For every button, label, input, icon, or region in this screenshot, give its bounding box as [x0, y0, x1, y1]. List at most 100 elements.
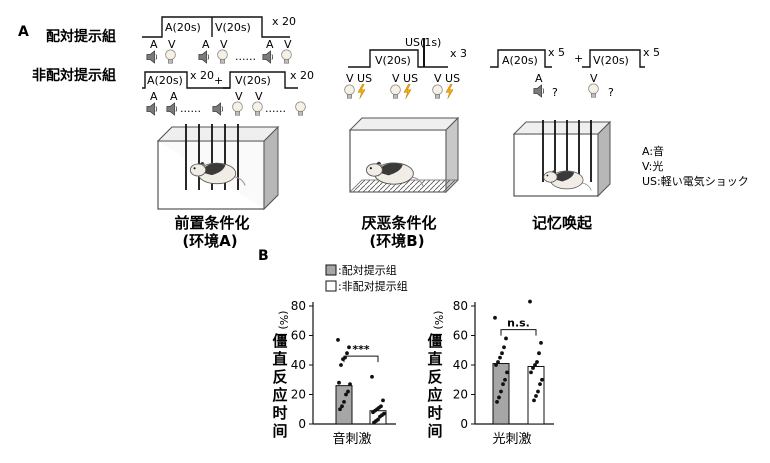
y-axis-label-char: 时	[272, 404, 287, 422]
phase1-title: 前置条件化	[174, 214, 249, 232]
stim-v-label: V	[235, 90, 243, 103]
bulb-icon	[232, 101, 243, 116]
data-point	[496, 360, 500, 364]
stim-v-label: V	[590, 72, 598, 85]
question-mark: ?	[608, 86, 614, 99]
y-tick-label: 20	[453, 388, 468, 402]
v-us-label: V US	[434, 72, 460, 85]
recall-v-label: V(20s)	[593, 54, 629, 67]
speaker-icon	[533, 84, 545, 98]
data-point	[529, 370, 533, 375]
ellipsis: ......	[235, 50, 256, 63]
data-point	[532, 398, 536, 403]
chamber-recall	[512, 120, 612, 198]
speaker-icon	[146, 102, 158, 116]
group-unpaired-label: 非配対提示組	[32, 67, 116, 84]
panel-a-letter: A	[18, 24, 29, 40]
lightning-icon	[445, 84, 454, 99]
legend-swatch-paired	[325, 264, 337, 276]
data-point	[378, 414, 382, 419]
speaker-icon	[212, 102, 224, 116]
significance-label: n.s.	[507, 317, 530, 330]
y-axis-label-char: 反	[272, 368, 287, 386]
y-axis-unit: (%)	[432, 310, 445, 329]
bar-paired	[335, 385, 353, 425]
legend-a: A:音	[642, 144, 664, 158]
data-point	[502, 345, 506, 350]
phase2-context: (环境B)	[369, 232, 424, 250]
data-point	[348, 382, 352, 387]
data-point	[372, 420, 376, 425]
recall-reps-1: x 5	[548, 46, 565, 59]
speaker-icon	[198, 50, 210, 64]
chamber-a	[156, 124, 280, 211]
data-point	[336, 338, 340, 342]
data-point	[381, 398, 385, 403]
ellipsis: ......	[265, 102, 286, 115]
legend-us: US:軽い電気ショック	[642, 174, 749, 188]
lightning-icon	[357, 84, 366, 99]
fear-v-label: V(20s)	[375, 54, 411, 67]
recall-a-label: A(20s)	[502, 54, 538, 67]
unpaired-reps-1: x 20	[190, 69, 214, 82]
y-axis-label-char: 时	[427, 404, 442, 422]
data-point	[340, 404, 344, 409]
bulb-icon	[432, 84, 443, 99]
y-axis-label-char: 应	[272, 386, 287, 404]
data-point	[528, 299, 532, 304]
y-tick-label: 0	[460, 417, 468, 431]
y-tick-label: 60	[453, 329, 468, 343]
y-axis-label-char: 直	[427, 350, 442, 368]
y-axis-label-char: 间	[272, 422, 287, 440]
data-point	[371, 410, 375, 415]
data-point	[344, 392, 348, 397]
y-tick-label: 40	[453, 358, 468, 372]
panel-b: B :配対提示组 :非配对提示组 020406080(%)僵直反应时间***音刺…	[258, 248, 554, 447]
data-point	[534, 394, 538, 398]
legend-v: V:光	[642, 159, 663, 173]
y-axis-label-char: 反	[427, 368, 442, 386]
data-point	[338, 407, 342, 412]
bulb-icon	[344, 84, 355, 99]
stim-v-label: V	[284, 38, 292, 51]
lightning-icon	[403, 84, 412, 99]
unpaired-v-label: V(20s)	[235, 74, 271, 87]
stim-v-label: V	[255, 90, 263, 103]
y-tick-label: 20	[291, 388, 306, 402]
y-tick-label: 0	[298, 417, 306, 431]
stim-a-label: A	[535, 72, 543, 85]
bulb-icon	[281, 49, 292, 64]
ellipsis: ......	[180, 102, 201, 115]
data-point	[495, 399, 499, 404]
panel-a: A 配対提示組 非配対提示組 A(20s) V(20s) x 20 A V A …	[18, 15, 749, 250]
paired-v-label: V(20s)	[215, 21, 251, 34]
legend-swatch-unpaired	[325, 280, 337, 292]
y-axis-label-char: 直	[272, 350, 287, 368]
unpaired-reps-2: x 20	[290, 69, 314, 82]
y-axis-unit: (%)	[277, 310, 290, 329]
data-point	[531, 366, 535, 370]
data-point	[493, 315, 497, 320]
bulb-icon	[588, 83, 599, 98]
data-point	[505, 370, 509, 375]
data-point	[346, 389, 350, 394]
data-point	[533, 363, 537, 367]
data-point	[503, 377, 507, 382]
stim-v-label: V	[168, 38, 176, 51]
bulb-icon	[217, 49, 228, 64]
stim-a-label: A	[150, 38, 158, 51]
group-paired-label: 配対提示組	[46, 28, 116, 45]
data-point	[504, 336, 508, 341]
phase2-title: 厌恶条件化	[361, 214, 436, 232]
unpaired-timeline-v	[223, 71, 298, 89]
data-point	[498, 355, 502, 360]
unpaired-a-label: A(20s)	[147, 74, 183, 87]
y-tick-label: 60	[291, 329, 306, 343]
y-axis-label-char: 间	[427, 422, 442, 440]
y-axis-label-char: 僵	[272, 332, 287, 350]
y-tick-label: 80	[291, 299, 306, 313]
data-point	[342, 399, 346, 404]
